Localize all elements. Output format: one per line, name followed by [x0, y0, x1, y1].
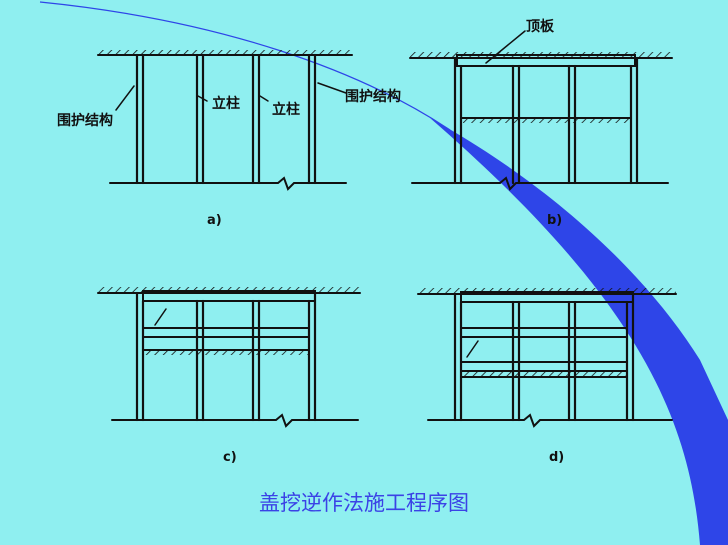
caption-a: a) — [207, 213, 222, 228]
roof-slab — [456, 54, 636, 67]
diagram-title: 盖挖逆作法施工程序图 — [259, 491, 469, 515]
caption-b: b) — [547, 213, 563, 228]
excavation-level-hatch — [145, 350, 309, 355]
intermediate-slab — [460, 327, 628, 338]
break-line — [111, 413, 359, 428]
label-roof-slab: 顶板 — [526, 19, 554, 35]
excavation-level-hatch — [463, 372, 627, 377]
leader-line — [466, 340, 479, 358]
panel-b — [409, 30, 673, 191]
excavation-level-hatch — [463, 118, 631, 123]
label-support-structure-left: 围护结构 — [57, 113, 113, 129]
panel-c — [97, 287, 361, 428]
label-column-1: 立柱 — [212, 96, 240, 112]
leader-line — [259, 95, 269, 102]
break-line — [109, 176, 347, 191]
leader-line — [317, 82, 347, 94]
panel-a — [97, 50, 353, 191]
break-line — [427, 413, 673, 428]
intermediate-slab — [142, 327, 310, 338]
label-support-structure-right: 围护结构 — [345, 89, 401, 105]
leader-line — [197, 95, 208, 102]
caption-c: c) — [223, 450, 237, 465]
ground-hatch — [98, 50, 352, 55]
intermediate-slab — [460, 361, 628, 372]
leader-line — [485, 30, 526, 64]
label-column-2: 立柱 — [272, 102, 300, 118]
caption-d: d) — [549, 450, 565, 465]
panel-d — [417, 288, 677, 428]
leader-line — [154, 308, 167, 326]
leader-line — [115, 85, 135, 111]
break-line — [411, 176, 669, 191]
